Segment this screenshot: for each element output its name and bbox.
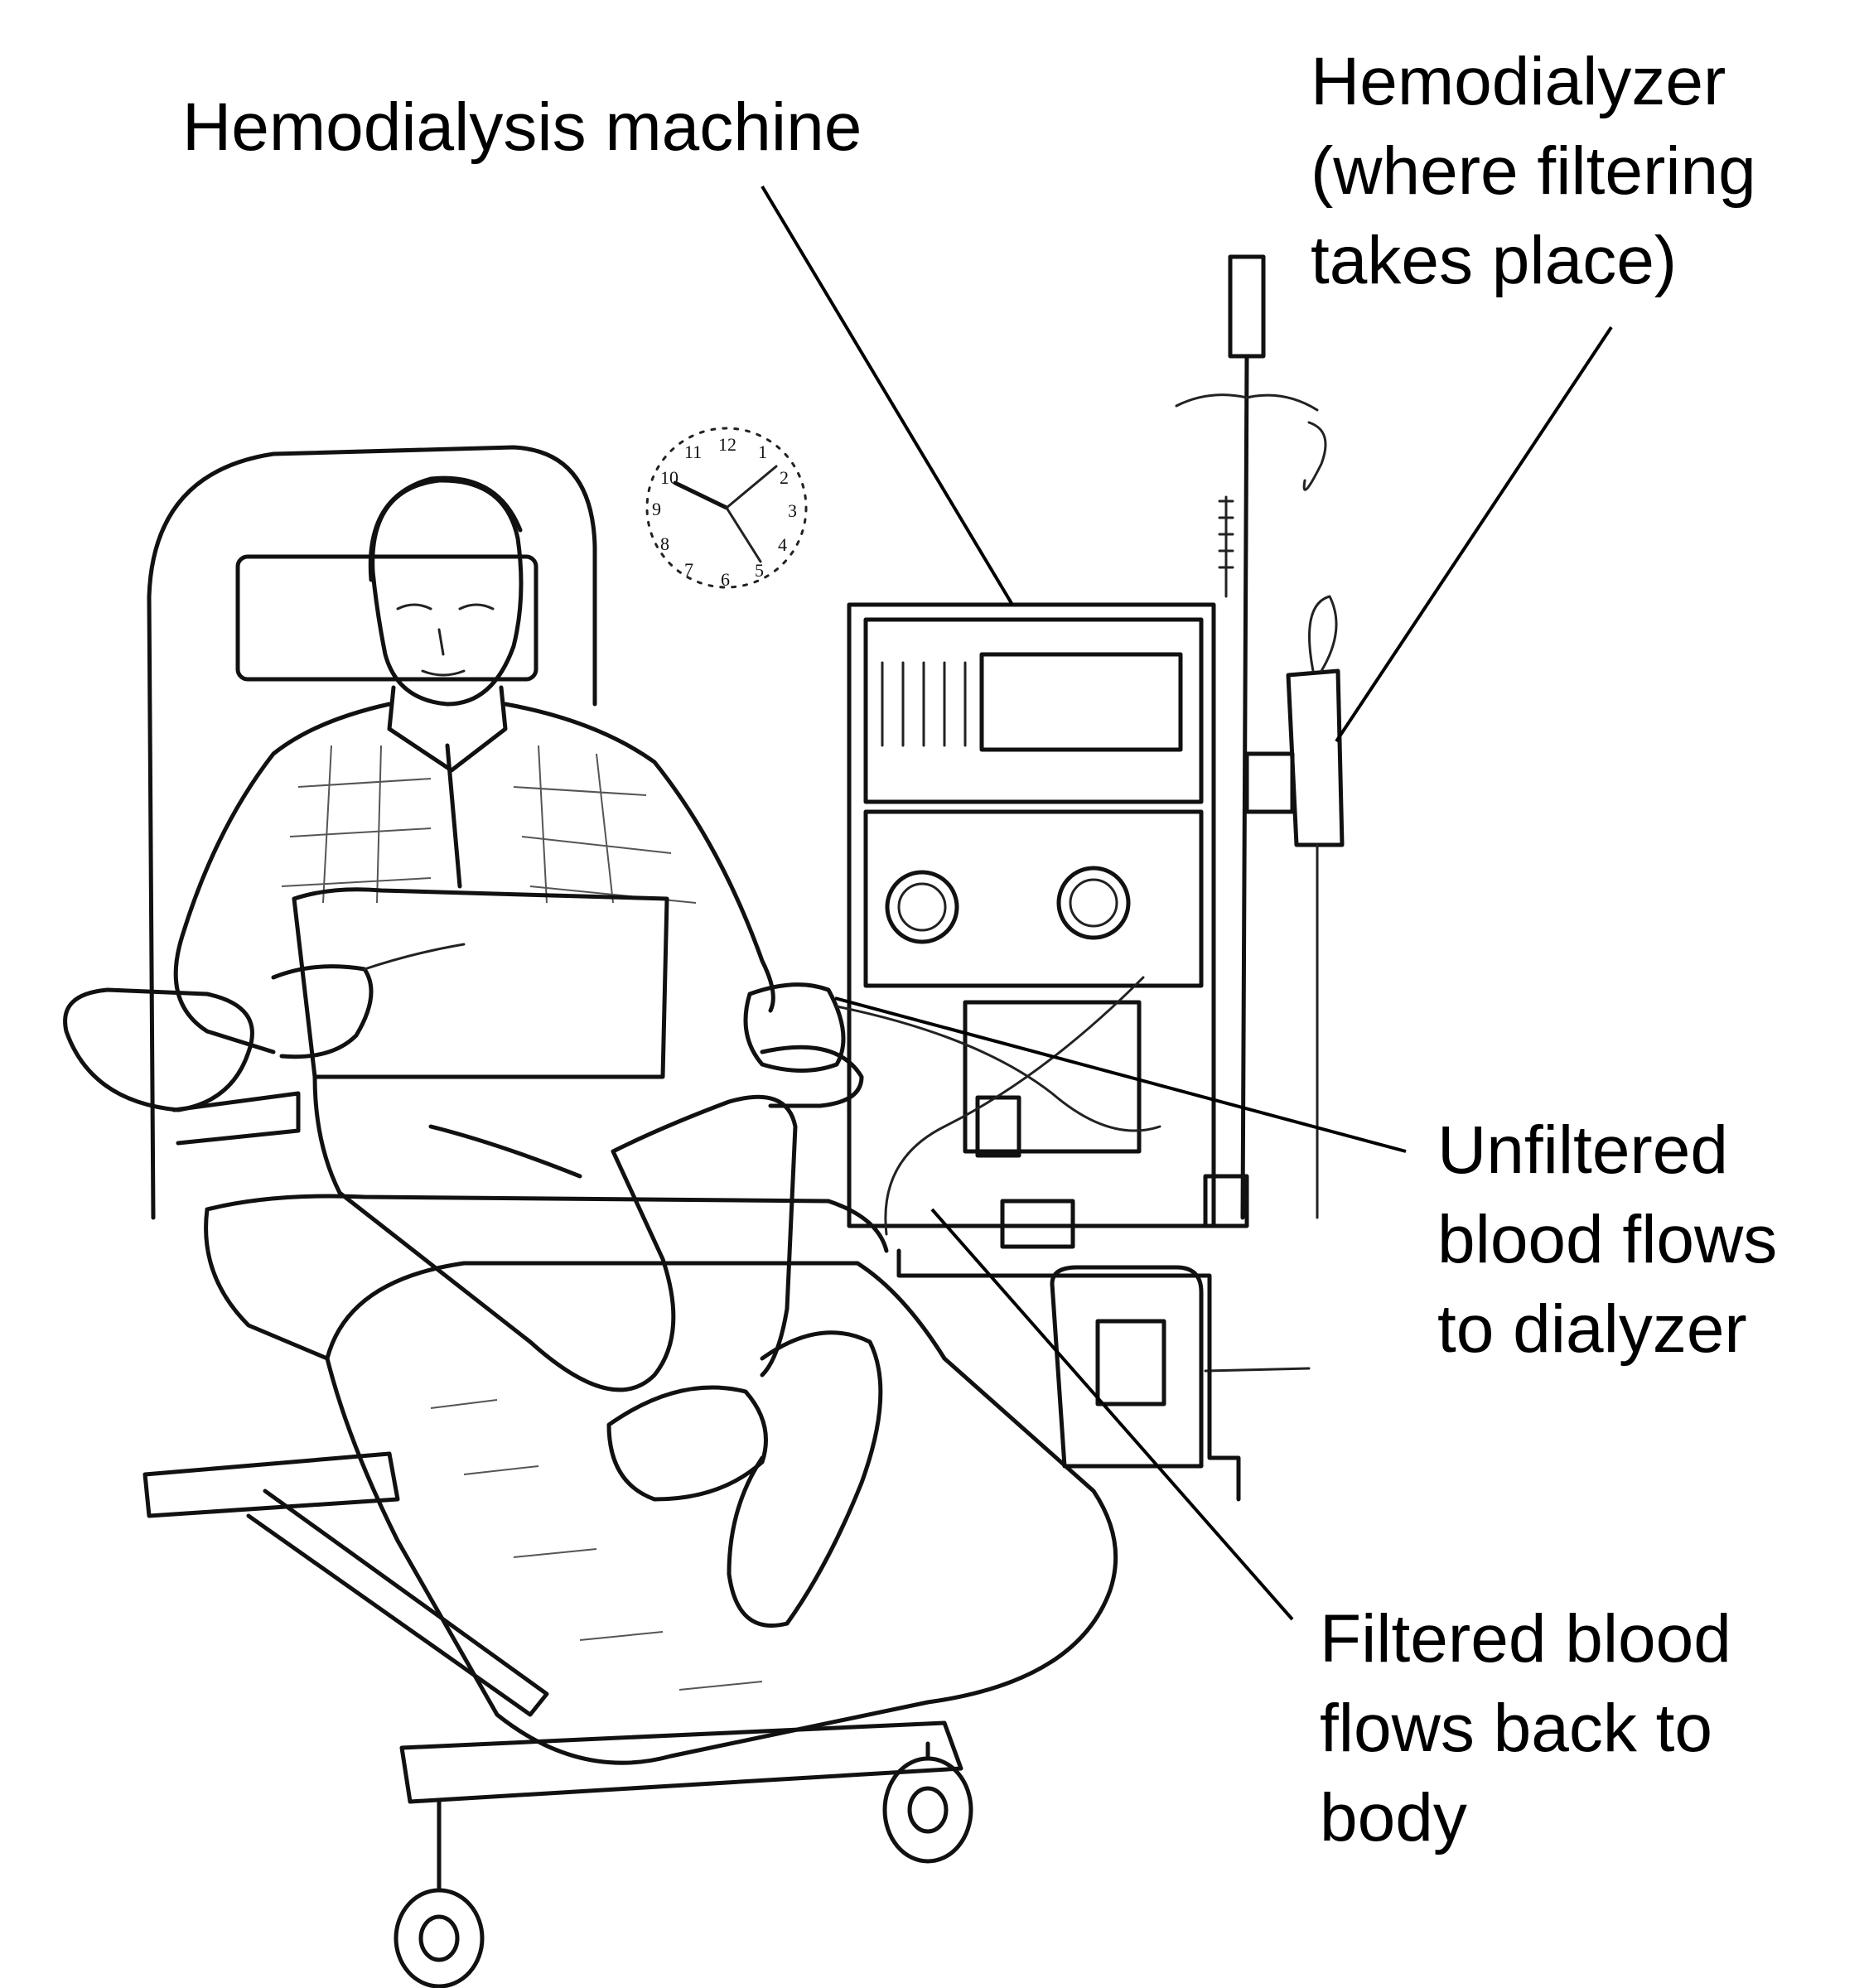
clock-numeral-6: 6: [721, 569, 730, 590]
patient-left-hand: [271, 964, 374, 1059]
clock-numeral-10: 10: [660, 467, 678, 488]
clock-numeral-9: 9: [652, 499, 661, 519]
clock-minute-hand: [725, 465, 778, 509]
label-filtered-line-3: body: [1320, 1780, 1467, 1855]
leader-line-filtered: [930, 1208, 1294, 1621]
blood-tube-venous: [884, 976, 1145, 1236]
machine-port: [1000, 1199, 1075, 1249]
patient-left-arm: [173, 702, 392, 1054]
chair-backrest: [147, 445, 597, 1220]
patient-paper: [292, 887, 669, 1079]
label-unfiltered-line-1: Unfiltered: [1437, 1112, 1728, 1188]
clock-face: [645, 427, 808, 589]
leader-line-machine: [761, 185, 1014, 606]
patient-hair: [368, 475, 523, 582]
chair-armrest-side: [171, 1091, 301, 1146]
patient-legs: [312, 1074, 798, 1392]
clock-numeral-3: 3: [788, 500, 797, 521]
clock-numeral-8: 8: [660, 533, 669, 554]
chair-wheel-right-hub: [907, 1786, 949, 1834]
chair-seat: [205, 1194, 889, 1253]
iv-pole-coil: [1218, 495, 1234, 598]
hemodialyzer-loop: [1308, 595, 1338, 673]
clock-numeral-11: 11: [684, 442, 702, 462]
dialyzer-holder: [1244, 751, 1295, 814]
label-filtered-line-2: flows back to: [1320, 1691, 1712, 1766]
clock-second-hand: [725, 506, 762, 563]
patient-head: [370, 478, 524, 707]
label-unfiltered-line-3: to dialyzer: [1437, 1291, 1747, 1367]
leader-line-unfiltered: [834, 996, 1407, 1153]
iv-pole-hooks: [1175, 393, 1319, 412]
patient-right-arm: [503, 702, 775, 1013]
chair-left-armrest: [63, 987, 254, 1112]
blood-tube-arterial: [835, 1005, 1161, 1132]
clock-numeral-1: 1: [758, 442, 767, 462]
patient-right-hand: [743, 982, 846, 1073]
shirt-plaid: [281, 745, 697, 904]
hemodialyzer-cartridge: [1286, 668, 1345, 847]
chair-wheel-right: [882, 1756, 973, 1864]
gauge-left-inner: [897, 882, 947, 932]
machine-base: [896, 1248, 1241, 1502]
legrest-shading: [430, 1399, 763, 1691]
label-filtered-blood: Filtered blood flows back to body: [1320, 1595, 1731, 1863]
wall-clock: 12 1 2 3 4 5 6 7 8 9 10 11: [645, 427, 808, 590]
patient-thigh-crease: [428, 1124, 582, 1179]
iv-pole-clamp: [1302, 421, 1327, 491]
label-filtered-line-1: Filtered blood: [1320, 1601, 1731, 1677]
iv-pole: [1175, 254, 1327, 1228]
clock-numeral-2: 2: [780, 467, 789, 488]
gauge-right-inner: [1069, 878, 1118, 928]
leader-line-dialyzer: [1335, 326, 1613, 743]
patient-left-shoe: [606, 1385, 768, 1502]
label-hemodialyzer: Hemodialyzer (where filtering takes plac…: [1311, 37, 1756, 306]
clock-hour-hand: [673, 480, 729, 510]
machine-body: [847, 602, 1216, 1228]
label-dialyzer-line-2: (where filtering: [1311, 133, 1756, 209]
patient-right-shoe: [727, 1330, 883, 1628]
label-machine-line: Hemodialysis machine: [182, 89, 862, 165]
chair-right-armrest: [760, 1045, 864, 1108]
chair-base-bar-diagonal: [246, 1489, 549, 1717]
machine-pressure-gauge-left: [885, 870, 959, 944]
recliner-chair: [63, 445, 1118, 1988]
label-dialyzer-line-3: takes place): [1311, 223, 1678, 298]
patient: [173, 475, 883, 1628]
machine-lower-panel: [963, 1000, 1142, 1154]
clock-numeral-4: 4: [778, 534, 787, 555]
hemodialysis-machine: [835, 602, 1241, 1502]
clock-numeral-7: 7: [684, 559, 693, 580]
clock-numeral-12: 12: [718, 434, 736, 455]
chair-wheel-left: [394, 1888, 485, 1988]
label-dialyzer-line-1: Hemodialyzer: [1311, 44, 1726, 119]
chair-base-bar-left: [142, 1451, 400, 1518]
jug-label: [1095, 1319, 1166, 1407]
iv-pole-top-light: [1228, 254, 1266, 359]
machine-indicator-bars: [881, 661, 967, 747]
machine-concentrate-jug: [1050, 1265, 1204, 1469]
floor-line: [1204, 1367, 1311, 1373]
label-hemodialysis-machine: Hemodialysis machine: [182, 83, 862, 172]
machine-upper-panel: [863, 617, 1204, 804]
machine-screen: [979, 652, 1183, 752]
chair-wheel-left-hub: [418, 1914, 460, 1962]
chair-base-bar-front: [399, 1720, 963, 1804]
chair-seat-front: [204, 1207, 330, 1361]
hemodialyzer: [1244, 595, 1345, 1219]
label-unfiltered-blood: Unfiltered blood flows to dialyzer: [1437, 1106, 1777, 1374]
clock-numeral-5: 5: [755, 560, 764, 581]
iv-pole-base: [1203, 1174, 1249, 1228]
machine-middle-panel: [863, 809, 1204, 988]
patient-tie: [445, 743, 462, 889]
machine-blood-pump: [975, 1095, 1021, 1158]
patient-face: [396, 603, 495, 677]
label-unfiltered-line-2: blood flows: [1437, 1202, 1778, 1277]
chair-legrest: [325, 1261, 1118, 1765]
paper-fold: [363, 943, 466, 971]
chair-headrest: [235, 554, 538, 682]
machine-pressure-gauge-right: [1056, 866, 1131, 940]
